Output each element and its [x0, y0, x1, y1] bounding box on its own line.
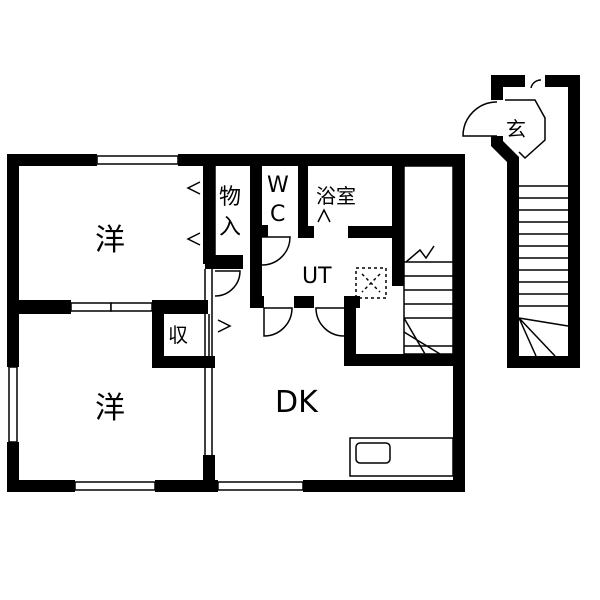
- wall-left-bottom: [7, 442, 19, 492]
- entrance-tower: [462, 74, 580, 368]
- stair-6: [403, 331, 441, 355]
- room-label-wc-1: W: [267, 173, 289, 198]
- wall-top-mid: [178, 154, 464, 166]
- room-label-storage-top-2: 入: [219, 215, 241, 240]
- stairs-main: [403, 165, 454, 355]
- window-mid-1: [70, 302, 112, 312]
- doors: [186, 181, 345, 337]
- wall-closet-bottom: [152, 356, 215, 368]
- stair-7: [403, 317, 426, 355]
- entrance-step: [505, 99, 546, 160]
- room-label-entrance: 玄: [506, 117, 526, 141]
- room-label-closet: 収: [168, 323, 188, 347]
- room-label-storage-top-1: 物: [219, 185, 241, 210]
- wall-closet-left: [152, 300, 164, 368]
- window-left: [8, 366, 18, 443]
- window-bottom-2: [217, 481, 304, 491]
- wall-stair-top-right: [392, 154, 404, 246]
- tower-stairs: [518, 185, 569, 357]
- t-stair-12: [518, 317, 569, 327]
- sink: [355, 442, 391, 464]
- room-label-bath: 浴室: [316, 184, 356, 208]
- window-bottom-1: [74, 481, 156, 491]
- washer-box: [355, 267, 387, 299]
- entrance-side-door: [462, 101, 498, 137]
- wall-stair-bottom: [344, 354, 465, 366]
- arrow-bath: [317, 208, 331, 223]
- room-label-western-lower: 洋: [95, 391, 125, 426]
- wall-ut-bottom: [250, 296, 264, 308]
- room-label-ut: UT: [302, 264, 332, 289]
- door-ut-entry: [214, 270, 241, 297]
- stair-break: [405, 245, 435, 263]
- arrow-3: [217, 319, 232, 333]
- arrow-1: [186, 181, 201, 195]
- wall-vertical-west-low: [203, 455, 215, 492]
- wall-wc-bath: [298, 154, 308, 232]
- wall-bottom-2: [155, 480, 218, 492]
- wall-mid-horizontal-right: [152, 300, 208, 314]
- wall-ut-bottom-2: [294, 296, 314, 308]
- door-ut-1: [263, 307, 293, 337]
- wall-bath-bottom-left: [298, 226, 314, 238]
- kitchen-counter: [349, 437, 454, 477]
- room-label-dk: DK: [275, 385, 319, 420]
- washer-pan: [355, 267, 387, 299]
- washer-diag-2: [361, 273, 381, 293]
- counter: [349, 437, 454, 477]
- t-stair-13: [518, 317, 556, 357]
- wall-top-left: [7, 154, 97, 166]
- tower-wall: [491, 75, 580, 368]
- wall-left-top: [7, 154, 19, 367]
- arrow-2: [186, 232, 201, 246]
- room-label-western-upper: 洋: [95, 223, 125, 258]
- t-stair-14: [518, 317, 537, 357]
- windows: [8, 155, 304, 491]
- walls: [7, 154, 465, 492]
- wall-right: [453, 154, 465, 492]
- wall-vertical-west: [203, 154, 215, 264]
- wall-storage-divider: [205, 255, 243, 269]
- door-ut-2: [315, 307, 345, 337]
- window-mid-2: [110, 302, 153, 312]
- wall-stair-left: [344, 296, 356, 358]
- wall-bottom-3: [303, 480, 465, 492]
- wall-bottom-1: [7, 480, 75, 492]
- window-top: [96, 155, 179, 165]
- stair-well: [403, 165, 454, 355]
- entrance-left-gap: [490, 100, 504, 136]
- entrance-door: [530, 79, 542, 89]
- wall-wc-bottom: [250, 225, 268, 237]
- partitions: [204, 166, 216, 455]
- door-wc: [261, 236, 291, 266]
- wall-mid-horizontal-left: [7, 300, 71, 314]
- room-label-wc-2: C: [270, 202, 285, 227]
- wall-bath-bottom: [348, 226, 404, 238]
